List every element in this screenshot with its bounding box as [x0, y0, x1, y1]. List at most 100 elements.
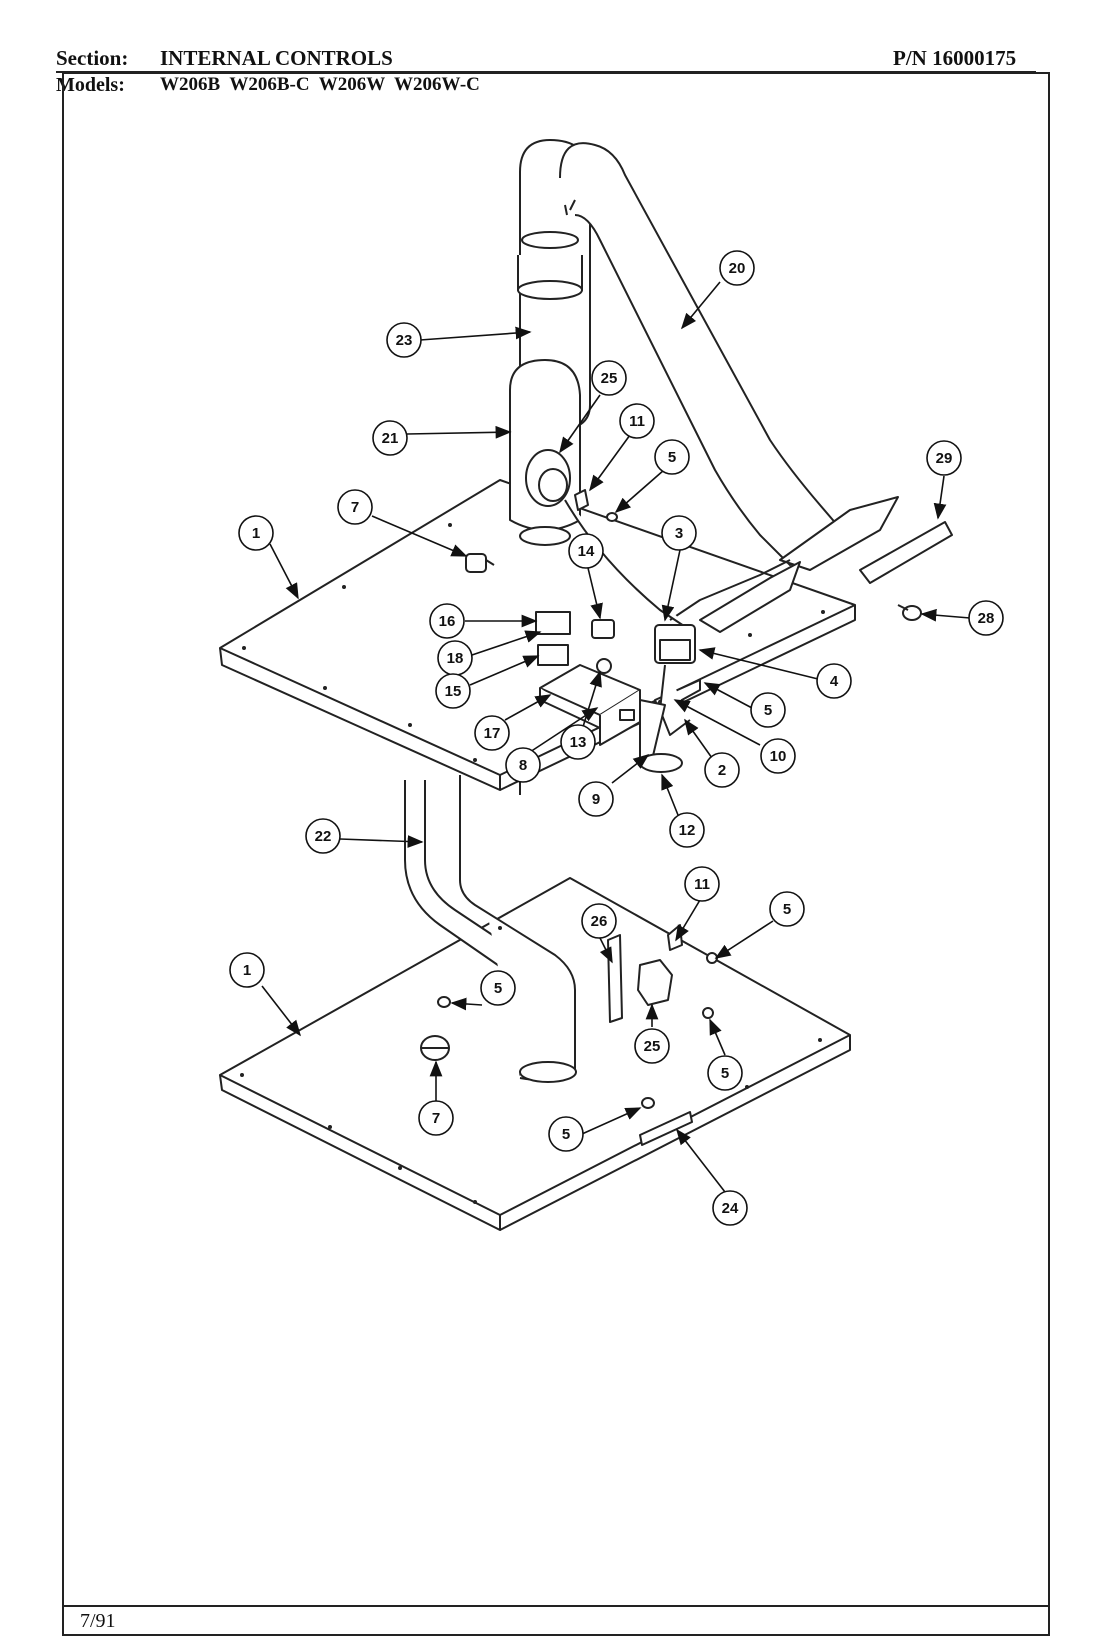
callout-c2: 2 [704, 752, 740, 788]
plate-holes [240, 523, 825, 1204]
svg-text:2: 2 [718, 762, 726, 779]
svg-text:20: 20 [729, 260, 746, 277]
leader-lines [261, 281, 971, 1193]
callout-c16: 16 [429, 603, 465, 639]
svg-text:11: 11 [629, 413, 645, 430]
callout-c5d: 5 [480, 970, 516, 1006]
svg-text:9: 9 [592, 791, 600, 808]
callout-c28: 28 [968, 600, 1004, 636]
bracket-24 [639, 1111, 693, 1146]
hose-22 [404, 775, 577, 1083]
callout-c25a: 25 [591, 360, 627, 396]
hose-20 [559, 142, 851, 566]
callout-c11a: 11 [619, 403, 655, 439]
svg-text:25: 25 [644, 1038, 661, 1055]
models-list: W206B W206B-C W206W W206W-C [160, 74, 480, 95]
thermostat-7-lower [420, 1035, 450, 1061]
svg-text:21: 21 [382, 430, 399, 447]
callout-c18: 18 [437, 640, 473, 676]
screw-5-lower-a [706, 952, 718, 964]
callout-c7b: 7 [418, 1100, 454, 1136]
svg-text:25: 25 [601, 370, 618, 387]
svg-text:8: 8 [519, 757, 527, 774]
svg-text:17: 17 [484, 725, 501, 742]
svg-text:24: 24 [722, 1200, 739, 1217]
bracket-26 [607, 934, 623, 1023]
svg-text:4: 4 [830, 673, 839, 690]
callout-c1a: 1 [238, 515, 274, 551]
svg-text:22: 22 [315, 828, 332, 845]
callout-c10: 10 [760, 738, 796, 774]
exploded-parts-diagram: 20 23 25 21 11 5 29 7 1 14 3 28 16 18 15… [219, 139, 1004, 1231]
svg-text:28: 28 [978, 610, 995, 627]
thermostat-7-upper [465, 553, 495, 573]
callout-c5f: 5 [548, 1116, 584, 1152]
svg-text:13: 13 [570, 734, 587, 751]
callout-c8: 8 [505, 747, 541, 783]
svg-text:7: 7 [351, 499, 359, 516]
pressure-switch-25-lower [637, 959, 673, 1006]
svg-text:5: 5 [783, 901, 791, 918]
svg-text:18: 18 [447, 650, 464, 667]
callout-c25b: 25 [634, 1028, 670, 1064]
callout-c23: 23 [386, 322, 422, 358]
callout-c7a: 7 [337, 489, 373, 525]
callout-c14: 14 [568, 533, 604, 569]
part-number: P/N 16000175 [893, 46, 1017, 70]
callout-c9: 9 [578, 781, 614, 817]
svg-text:12: 12 [679, 822, 696, 839]
callout-c3: 3 [661, 515, 697, 551]
svg-text:5: 5 [562, 1126, 570, 1143]
screw-5-lower-d [641, 1097, 655, 1109]
svg-text:26: 26 [591, 913, 608, 930]
pressure-switch-25 [525, 449, 571, 507]
svg-text:5: 5 [668, 449, 676, 466]
callout-c5b: 5 [750, 692, 786, 728]
svg-text:23: 23 [396, 332, 413, 349]
screw-5-lower-c [437, 996, 451, 1008]
callout-c5a: 5 [654, 439, 690, 475]
svg-text:7: 7 [432, 1110, 440, 1127]
svg-text:5: 5 [721, 1065, 729, 1082]
callout-c5c: 5 [769, 891, 805, 927]
section-title: INTERNAL CONTROLS [160, 46, 393, 70]
callout-c1b: 1 [229, 952, 265, 988]
callout-c29: 29 [926, 440, 962, 476]
svg-text:3: 3 [675, 525, 683, 542]
clip-11-upper [574, 489, 589, 511]
svg-text:11: 11 [694, 876, 710, 893]
svg-text:15: 15 [445, 683, 462, 700]
callout-c5e: 5 [707, 1055, 743, 1091]
models-label: Models: [56, 74, 125, 96]
callout-c22: 22 [305, 818, 341, 854]
svg-text:1: 1 [243, 962, 251, 979]
callout-c11b: 11 [684, 866, 720, 902]
callout-c17: 17 [474, 715, 510, 751]
callout-c26: 26 [581, 903, 617, 939]
svg-text:29: 29 [936, 450, 953, 467]
callout-c24: 24 [712, 1190, 748, 1226]
callout-c15: 15 [435, 673, 471, 709]
svg-text:1: 1 [252, 525, 260, 542]
svg-text:5: 5 [764, 702, 772, 719]
svg-text:10: 10 [770, 748, 787, 765]
control-bracket-cluster [535, 611, 641, 746]
screw-28 [897, 604, 922, 621]
callout-c12: 12 [669, 812, 705, 848]
revision-date: 7/91 [80, 1610, 116, 1632]
callout-c21: 21 [372, 420, 408, 456]
svg-text:16: 16 [439, 613, 456, 630]
footer-rule [62, 1605, 1050, 1607]
callout-c4: 4 [816, 663, 852, 699]
bracket-29 [859, 521, 953, 584]
fill-nozzles [564, 496, 899, 633]
callout-group: 20 23 25 21 11 5 29 7 1 14 3 28 16 18 15… [229, 250, 1004, 1226]
callout-c20a: 20 [719, 250, 755, 286]
screw-5-lower-b [702, 1007, 714, 1019]
callout-c13: 13 [560, 724, 596, 760]
section-label: Section: [56, 46, 129, 70]
svg-text:5: 5 [494, 980, 502, 997]
svg-text:14: 14 [578, 543, 595, 560]
screw-5-upper [606, 512, 618, 522]
clip-11-lower [667, 924, 683, 951]
